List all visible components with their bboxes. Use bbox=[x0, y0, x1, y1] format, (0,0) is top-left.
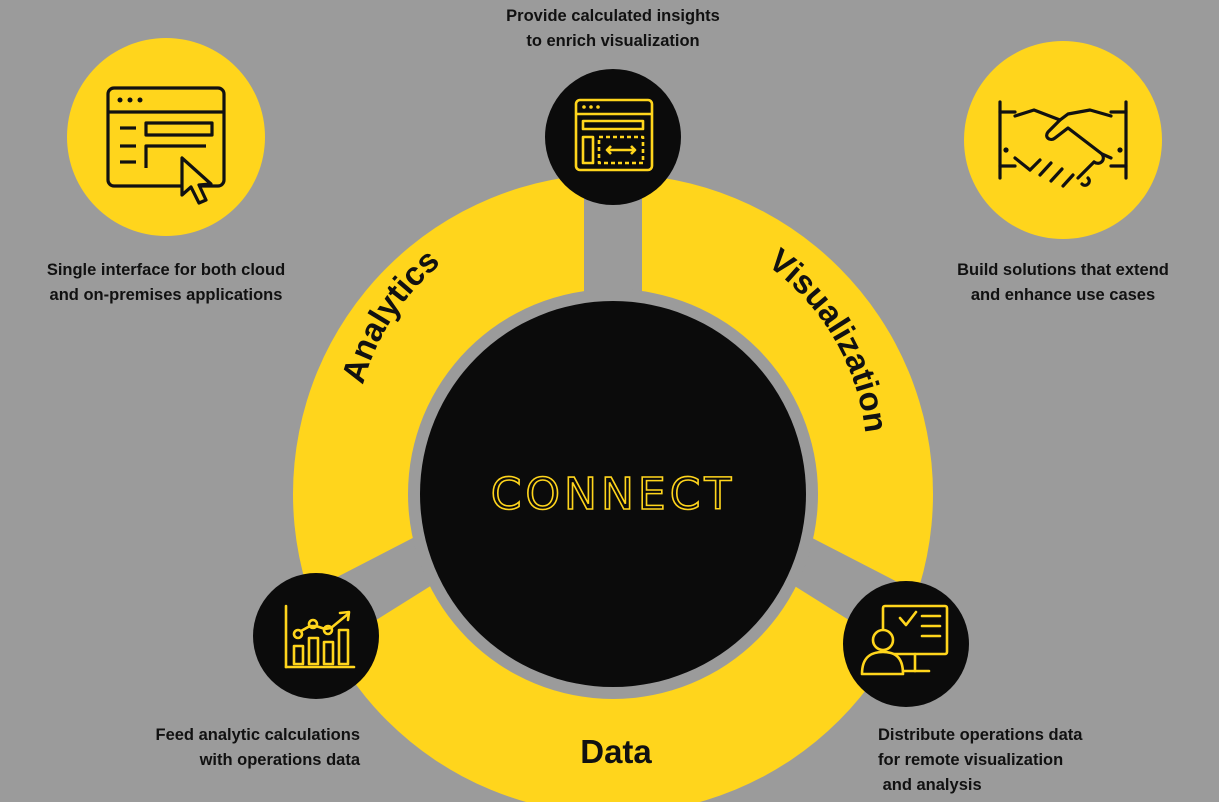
caption-top: Provide calculated insights to enrich vi… bbox=[465, 4, 761, 54]
center-label: CONNECT bbox=[491, 469, 736, 520]
caption-bottom-left-line-2: with operations data bbox=[199, 751, 360, 769]
caption-bottom-right-line-2: for remote visualization bbox=[878, 751, 1064, 769]
caption-top-left-line-2: and on-premises applications bbox=[49, 286, 283, 304]
caption-bottom-left: Feed analytic calculations with operatio… bbox=[60, 723, 361, 773]
feature-circle-right bbox=[964, 41, 1162, 239]
caption-bottom-right-line-1: Distribute operations data bbox=[878, 726, 1083, 744]
caption-top-right-line-2: and enhance use cases bbox=[970, 286, 1156, 304]
feature-circle-left bbox=[67, 38, 265, 236]
segment-label-data: Data bbox=[580, 733, 652, 770]
caption-bottom-right-line-3: and analysis bbox=[878, 776, 982, 794]
caption-top-line-1: Provide calculated insights bbox=[506, 7, 720, 25]
presenter-board-icon bbox=[860, 604, 949, 676]
caption-bottom-left-line-1: Feed analytic calculations bbox=[155, 726, 361, 744]
handshake-icon bbox=[998, 100, 1128, 188]
analytics-chart-icon bbox=[284, 604, 356, 669]
badge-bottom-right bbox=[843, 581, 969, 707]
badge-bottom-left bbox=[253, 573, 379, 699]
caption-top-right: Build solutions that extend and enhance … bbox=[915, 258, 1211, 308]
caption-top-right-line-1: Build solutions that extend bbox=[957, 261, 1169, 279]
caption-top-left-line-1: Single interface for both cloud bbox=[46, 261, 286, 279]
center-hub bbox=[420, 301, 806, 687]
caption-bottom-right: Distribute operations data for remote vi… bbox=[878, 723, 1178, 798]
caption-top-line-2: to enrich visualization bbox=[526, 32, 700, 50]
browser-click-icon bbox=[106, 86, 226, 205]
caption-top-left: Single interface for both cloud and on-p… bbox=[18, 258, 314, 308]
dashboard-window-icon bbox=[574, 98, 654, 172]
